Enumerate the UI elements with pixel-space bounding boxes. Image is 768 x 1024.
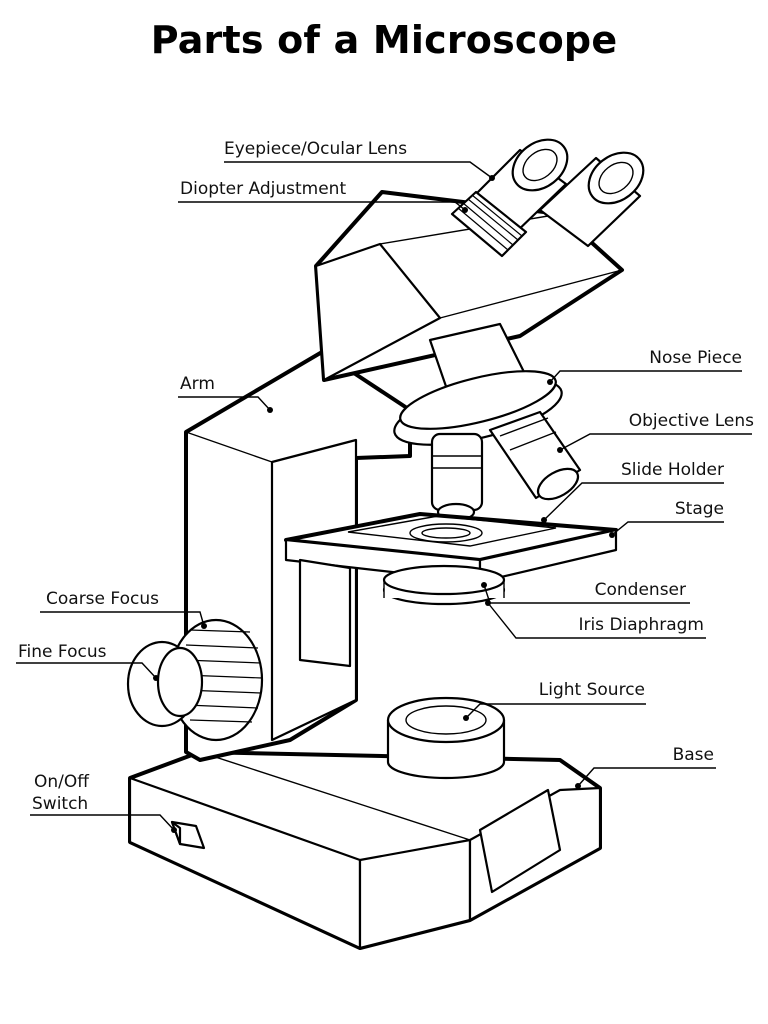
label-fine-focus: Fine Focus [18, 642, 107, 662]
label-eyepiece: Eyepiece/Ocular Lens [224, 139, 407, 159]
head-body [314, 190, 624, 382]
label-iris-diaphragm: Iris Diaphragm [578, 615, 704, 635]
leader-lines [16, 161, 752, 833]
label-condenser: Condenser [595, 580, 686, 600]
stage-support [298, 558, 352, 668]
objective-lens-part [430, 410, 582, 522]
stage-part [284, 512, 618, 584]
label-base: Base [673, 745, 714, 765]
diopter-ring [450, 190, 528, 258]
label-nose-piece: Nose Piece [649, 348, 742, 368]
condenser-part [382, 564, 506, 606]
focus-knobs [126, 618, 264, 742]
nose-piece-part [393, 370, 563, 446]
label-coarse-focus: Coarse Focus [46, 589, 159, 609]
label-onoff-line1: On/Off [34, 772, 90, 792]
label-stage: Stage [675, 499, 724, 519]
part-labels: Eyepiece/Ocular Lens Diopter Adjustment … [18, 139, 754, 814]
light-source-part [386, 696, 506, 780]
diagram-title: Parts of a Microscope [150, 18, 618, 62]
microscope-illustration [126, 138, 645, 950]
label-arm: Arm [180, 374, 215, 394]
label-slide-holder: Slide Holder [621, 460, 724, 480]
label-onoff-line2: Switch [32, 794, 88, 814]
label-diopter: Diopter Adjustment [180, 179, 346, 199]
label-objective-lens: Objective Lens [629, 411, 754, 431]
base-body [128, 750, 602, 950]
label-light-source: Light Source [539, 680, 645, 700]
